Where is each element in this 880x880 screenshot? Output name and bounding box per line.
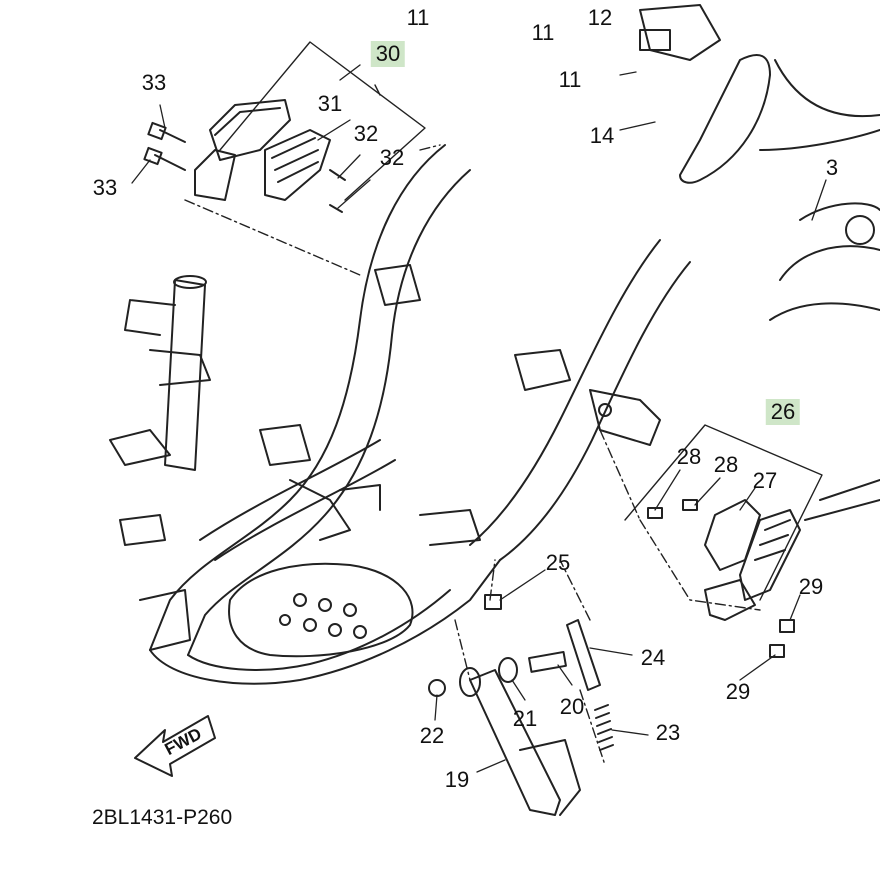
assembly-lines xyxy=(184,144,761,766)
footrest-assembly-left xyxy=(143,99,346,213)
callout-28-left: 28 xyxy=(676,444,702,469)
fwd-arrow xyxy=(134,715,216,777)
callout-11-top: 11 xyxy=(406,5,430,30)
callout-33-upper: 33 xyxy=(141,70,167,95)
callout-19: 19 xyxy=(444,767,470,792)
callout-31: 31 xyxy=(317,91,343,116)
leader-lines xyxy=(131,71,827,773)
cover-panel xyxy=(639,4,880,184)
callout-29-upper: 29 xyxy=(798,574,824,599)
callout-27: 27 xyxy=(752,468,778,493)
callout-28-right: 28 xyxy=(713,452,739,477)
callout-26: 26 xyxy=(765,399,801,425)
callout-11-screw: 11 xyxy=(558,67,582,92)
callout-25: 25 xyxy=(545,550,571,575)
callout-33-lower: 33 xyxy=(92,175,118,200)
engine-partial xyxy=(769,202,880,521)
side-stand xyxy=(428,594,614,816)
callout-23: 23 xyxy=(655,720,681,745)
callout-3: 3 xyxy=(825,155,839,180)
battery-tray xyxy=(228,562,414,658)
callout-24: 24 xyxy=(640,645,666,670)
callout-14: 14 xyxy=(589,123,615,148)
callout-12: 12 xyxy=(587,5,613,30)
callout-20: 20 xyxy=(559,694,585,719)
callout-29-lower: 29 xyxy=(725,679,751,704)
diagram-code: 2BL1431-P260 xyxy=(92,806,233,829)
callout-11-upper: 11 xyxy=(531,20,555,45)
callout-22: 22 xyxy=(419,723,445,748)
frame-cross-members xyxy=(199,264,661,561)
frame-main-tubes xyxy=(149,144,691,685)
callout-32-upper: 32 xyxy=(353,121,379,146)
callout-21: 21 xyxy=(512,706,538,731)
callout-30: 30 xyxy=(370,41,406,67)
group-brackets xyxy=(219,41,823,601)
footrest-assembly-right xyxy=(647,499,801,658)
frame-head-tube xyxy=(109,275,211,651)
callout-32-lower: 32 xyxy=(379,145,405,170)
